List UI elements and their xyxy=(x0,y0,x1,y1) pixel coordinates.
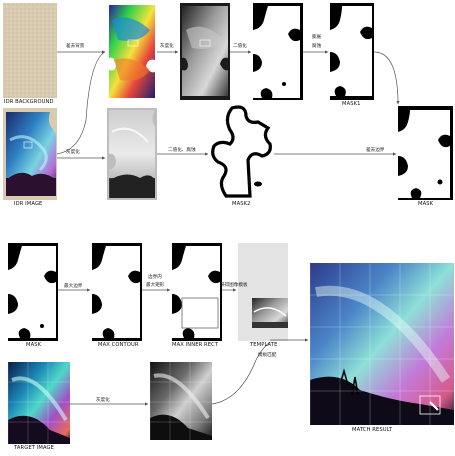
template-image xyxy=(238,243,288,341)
label-target-image: TARGET IMAGE xyxy=(14,445,54,451)
step-remove-border: 差去边界 xyxy=(366,148,385,153)
label-max-inner-rect: MAX INNER RECT xyxy=(172,342,219,348)
mask-bottom-image xyxy=(8,243,58,341)
label-mask2: MASK2 xyxy=(232,201,251,207)
match-result-image xyxy=(309,263,454,425)
grayscale-image-2 xyxy=(107,108,157,200)
final-mask-image xyxy=(398,106,453,200)
target-image xyxy=(7,362,70,444)
step-binarize: 二值化 xyxy=(233,44,247,49)
max-inner-rect-image xyxy=(172,243,222,341)
step-max-border: 最大边界 xyxy=(64,284,83,289)
label-template: TEMPLATE xyxy=(250,342,278,348)
max-contour-image xyxy=(92,243,142,341)
label-mask1: MASK1 xyxy=(342,101,361,107)
step-binarize-erode: 二值化、腐蚀 xyxy=(168,148,196,153)
idr-image xyxy=(3,108,57,200)
background-removed-image xyxy=(107,3,157,100)
step-inner-rect-2: 最大矩形 xyxy=(146,283,165,288)
connectors-bottom xyxy=(58,288,309,406)
step-grayscale-2: 灰度化 xyxy=(66,150,80,155)
idr-background-image xyxy=(3,3,57,98)
step-remove-background: 差去背景 xyxy=(66,44,85,49)
label-match-result: MATCH RESULT xyxy=(352,427,393,433)
label-idr-image: IDR IMAGE xyxy=(14,201,43,207)
mask1-image xyxy=(330,3,374,100)
step-erode: 腐蚀 xyxy=(312,44,322,49)
step-crop-template: 获得图像模板 xyxy=(220,283,248,288)
target-grayscale-image xyxy=(149,362,212,440)
step-grayscale-3: 灰度化 xyxy=(96,398,110,403)
grayscale-image-1 xyxy=(180,3,230,100)
step-template-match: 模板匹配 xyxy=(258,353,277,358)
binarized-image-1 xyxy=(253,3,303,100)
mask2-image xyxy=(210,104,274,200)
label-idr-background: IDR BACKGROUND xyxy=(4,99,54,105)
label-max-contour: MAX CONTOUR xyxy=(98,342,139,348)
connectors-top xyxy=(56,50,400,160)
label-mask-bottom: MASK xyxy=(26,342,42,348)
step-inner-rect-1: 边界内 xyxy=(148,275,162,280)
step-dilate: 膨胀 xyxy=(312,35,322,40)
label-mask-top: MASK xyxy=(418,201,434,207)
step-grayscale-1: 灰度化 xyxy=(160,44,174,49)
